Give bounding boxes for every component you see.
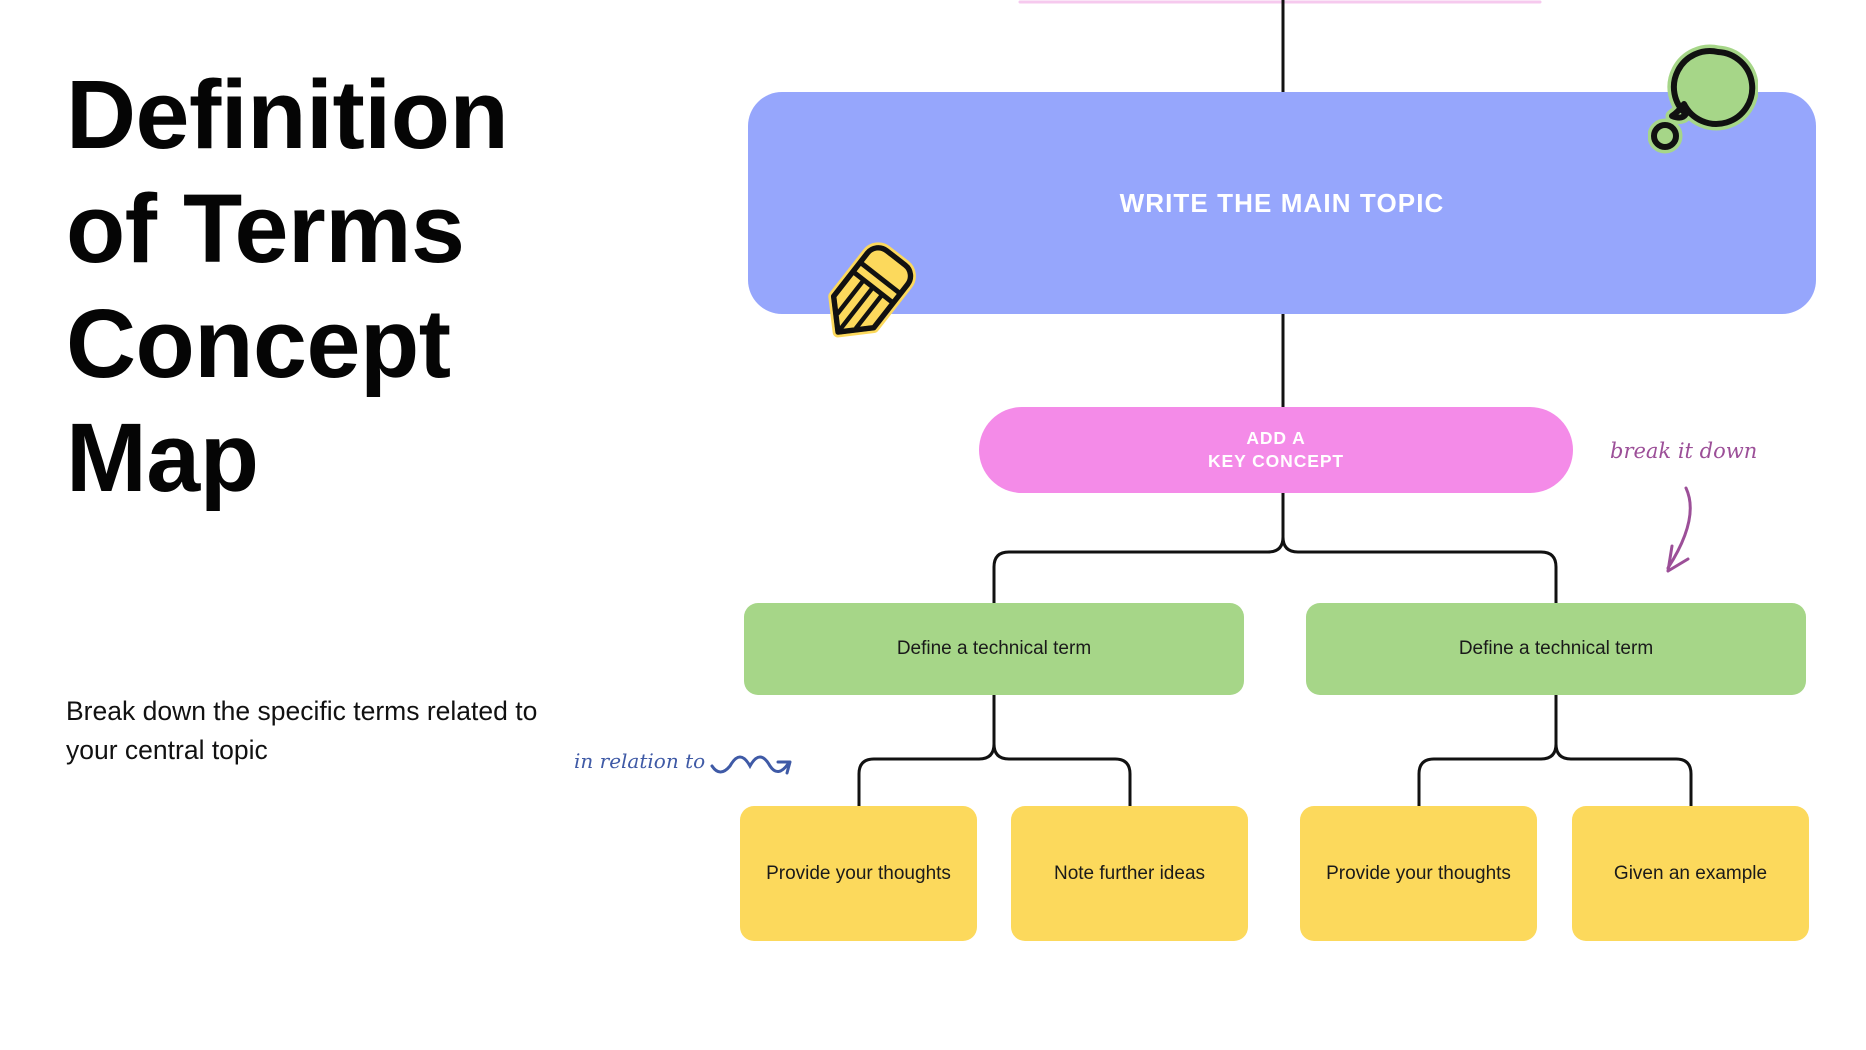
node-main-topic[interactable]: WRITE THE MAIN TOPIC [748,92,1816,314]
annotation-break-it-down-text: break it down [1610,439,1757,463]
squiggly-arrow-right-icon [710,755,790,774]
node-leaf-1[interactable]: Provide your thoughts [740,806,977,941]
node-key-concept[interactable]: ADD A KEY CONCEPT [979,407,1573,493]
node-leaf-1-label: Provide your thoughts [766,862,951,884]
page-subtitle: Break down the specific terms related to… [66,696,538,766]
node-leaf-2-label: Note further ideas [1053,862,1206,884]
page-title: Definition of Terms Concept Map [66,60,509,513]
node-branch-2-label: Define a technical term [1458,638,1654,659]
node-leaf-2[interactable]: Note further ideas [1011,806,1248,941]
node-branch-1[interactable]: Define a technical term [744,603,1244,695]
annotation-break-it-down: break it down [1608,428,1808,608]
node-branch-2[interactable]: Define a technical term [1306,603,1806,695]
pencil-icon [828,242,916,338]
node-leaf-4-label: Given an example [1613,862,1768,884]
left-text-panel: Definition of Terms Concept Map [66,58,626,516]
thought-bubble-icon [1648,44,1758,154]
node-leaf-4[interactable]: Given an example [1572,806,1809,941]
annotation-in-relation-to-text: in relation to [574,749,705,773]
curved-arrow-down-left-icon [1666,486,1692,570]
node-branch-1-label: Define a technical term [896,638,1092,659]
node-main-topic-label: WRITE THE MAIN TOPIC [1119,187,1445,218]
node-leaf-3-label: Provide your thoughts [1326,862,1511,884]
node-leaf-3[interactable]: Provide your thoughts [1300,806,1537,941]
node-key-concept-label: ADD A KEY CONCEPT [1208,427,1344,471]
annotation-in-relation-to: in relation to [572,736,842,796]
